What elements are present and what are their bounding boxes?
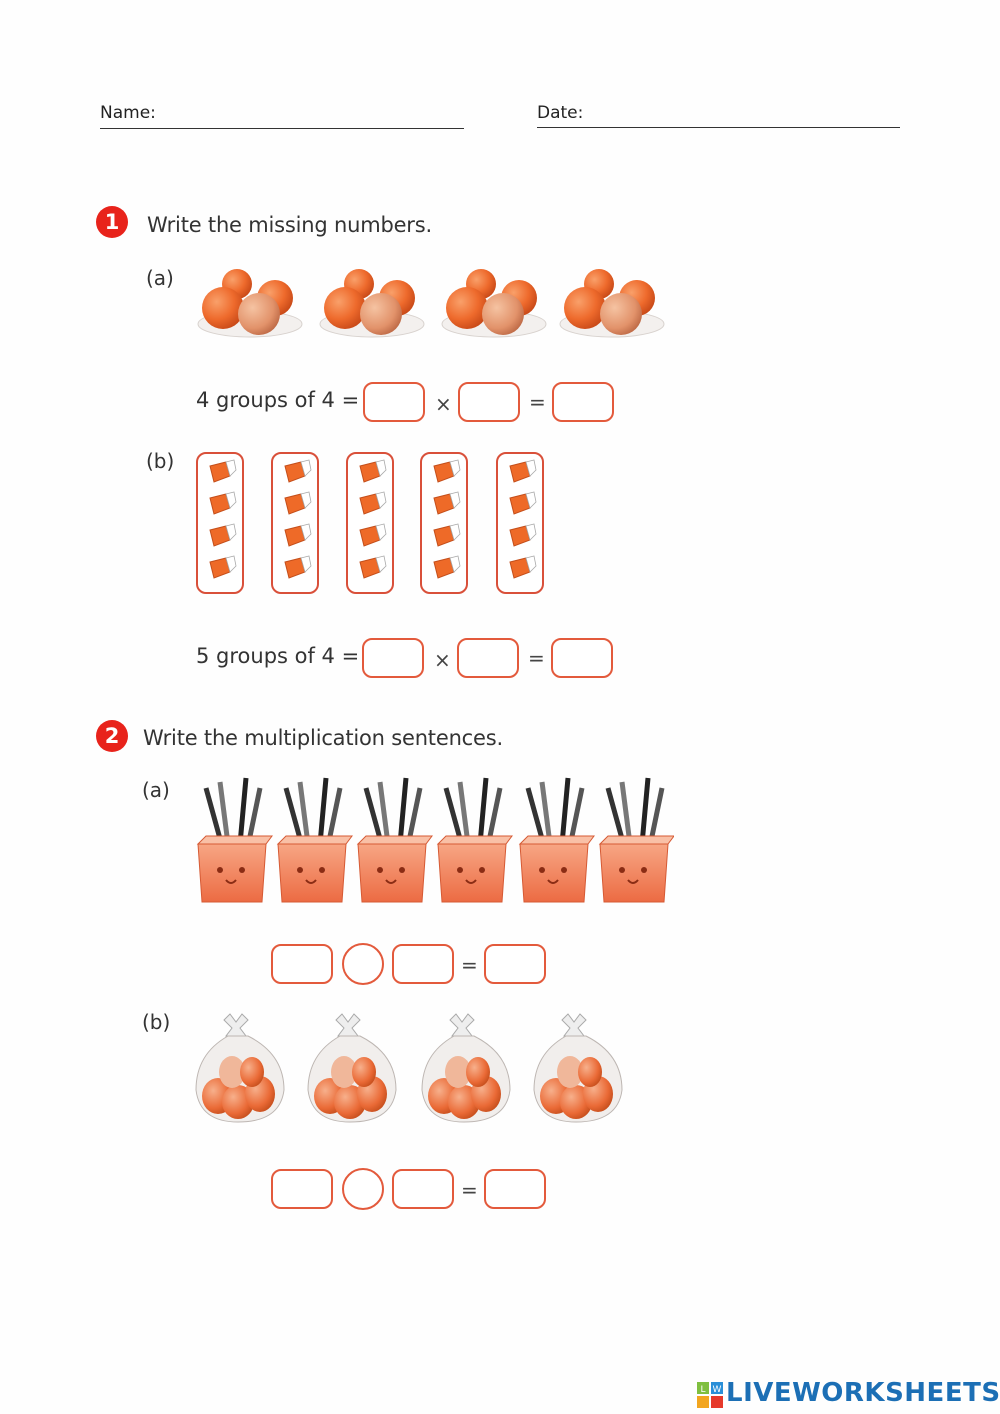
candy-strip-4 [420, 452, 468, 594]
equals-sign: = [528, 646, 545, 670]
pencil-cup-5 [520, 778, 594, 902]
equals-sign: = [461, 1178, 478, 1202]
q1b-answer-box-3[interactable] [551, 638, 613, 678]
q1b-answer-box-2[interactable] [457, 638, 519, 678]
q2b-answer-box-2[interactable] [392, 1169, 454, 1209]
pear-bag-1 [195, 1013, 285, 1123]
q1-part-a-label: (a) [146, 266, 174, 290]
q2b-pear-bags-image [195, 1013, 623, 1123]
q2b-answer-box-3[interactable] [484, 1169, 546, 1209]
pencil-cup-4 [438, 778, 512, 902]
q1-part-b-label: (b) [146, 449, 175, 473]
candy-strip-3 [346, 452, 394, 594]
question-1-title: Write the missing numbers. [147, 213, 432, 237]
question-2-title: Write the multiplication sentences. [143, 726, 503, 750]
q2a-answer-box-3[interactable] [484, 944, 546, 984]
candy-strip-5 [496, 452, 544, 594]
name-label: Name: [100, 103, 156, 123]
q1a-answer-box-1[interactable] [363, 382, 425, 422]
q1a-answer-box-3[interactable] [552, 382, 614, 422]
times-sign: × [434, 648, 451, 672]
q1a-answer-box-2[interactable] [458, 382, 520, 422]
date-label: Date: [537, 103, 584, 123]
pencil-cup-2 [278, 778, 352, 902]
pencil-cup-3 [358, 778, 432, 902]
equals-sign: = [461, 953, 478, 977]
candy-strip-1 [196, 452, 244, 594]
q1a-oranges-image [197, 269, 665, 338]
plate-3 [441, 269, 547, 338]
plate-2 [319, 269, 425, 338]
q2b-answer-box-1[interactable] [271, 1169, 333, 1209]
question-1-number: 1 [96, 206, 128, 238]
q2a-pencil-cups-image [192, 774, 674, 906]
pear-bag-3 [421, 1013, 511, 1123]
pear-bag-2 [307, 1013, 397, 1123]
date-line[interactable] [537, 127, 900, 128]
candy-strip-2 [271, 452, 319, 594]
name-line[interactable] [100, 128, 464, 129]
q2a-answer-box-1[interactable] [271, 944, 333, 984]
q1b-equation-text: 5 groups of 4 = [196, 644, 360, 668]
pear-bag-4 [533, 1013, 623, 1123]
q2b-operator-circle[interactable] [342, 1168, 384, 1210]
plate-4 [559, 269, 665, 338]
times-sign: × [435, 392, 452, 416]
logo-letter-w: W [713, 1385, 722, 1395]
q1b-answer-box-1[interactable] [362, 638, 424, 678]
q1a-equation-text: 4 groups of 4 = [196, 388, 360, 412]
plate-1 [197, 269, 303, 338]
q2-part-b-label: (b) [142, 1010, 171, 1034]
liveworksheets-brand[interactable]: LIVEWORKSHEETS [726, 1378, 1000, 1408]
question-2-number: 2 [96, 720, 128, 752]
liveworksheets-logo-icon: L W [697, 1382, 723, 1408]
pencil-cup-1 [198, 778, 272, 902]
q2a-answer-box-2[interactable] [392, 944, 454, 984]
q2-part-a-label: (a) [142, 778, 170, 802]
logo-letter-l: L [700, 1385, 705, 1395]
pencil-cup-6 [600, 778, 674, 902]
q2a-operator-circle[interactable] [342, 943, 384, 985]
equals-sign: = [529, 390, 546, 414]
